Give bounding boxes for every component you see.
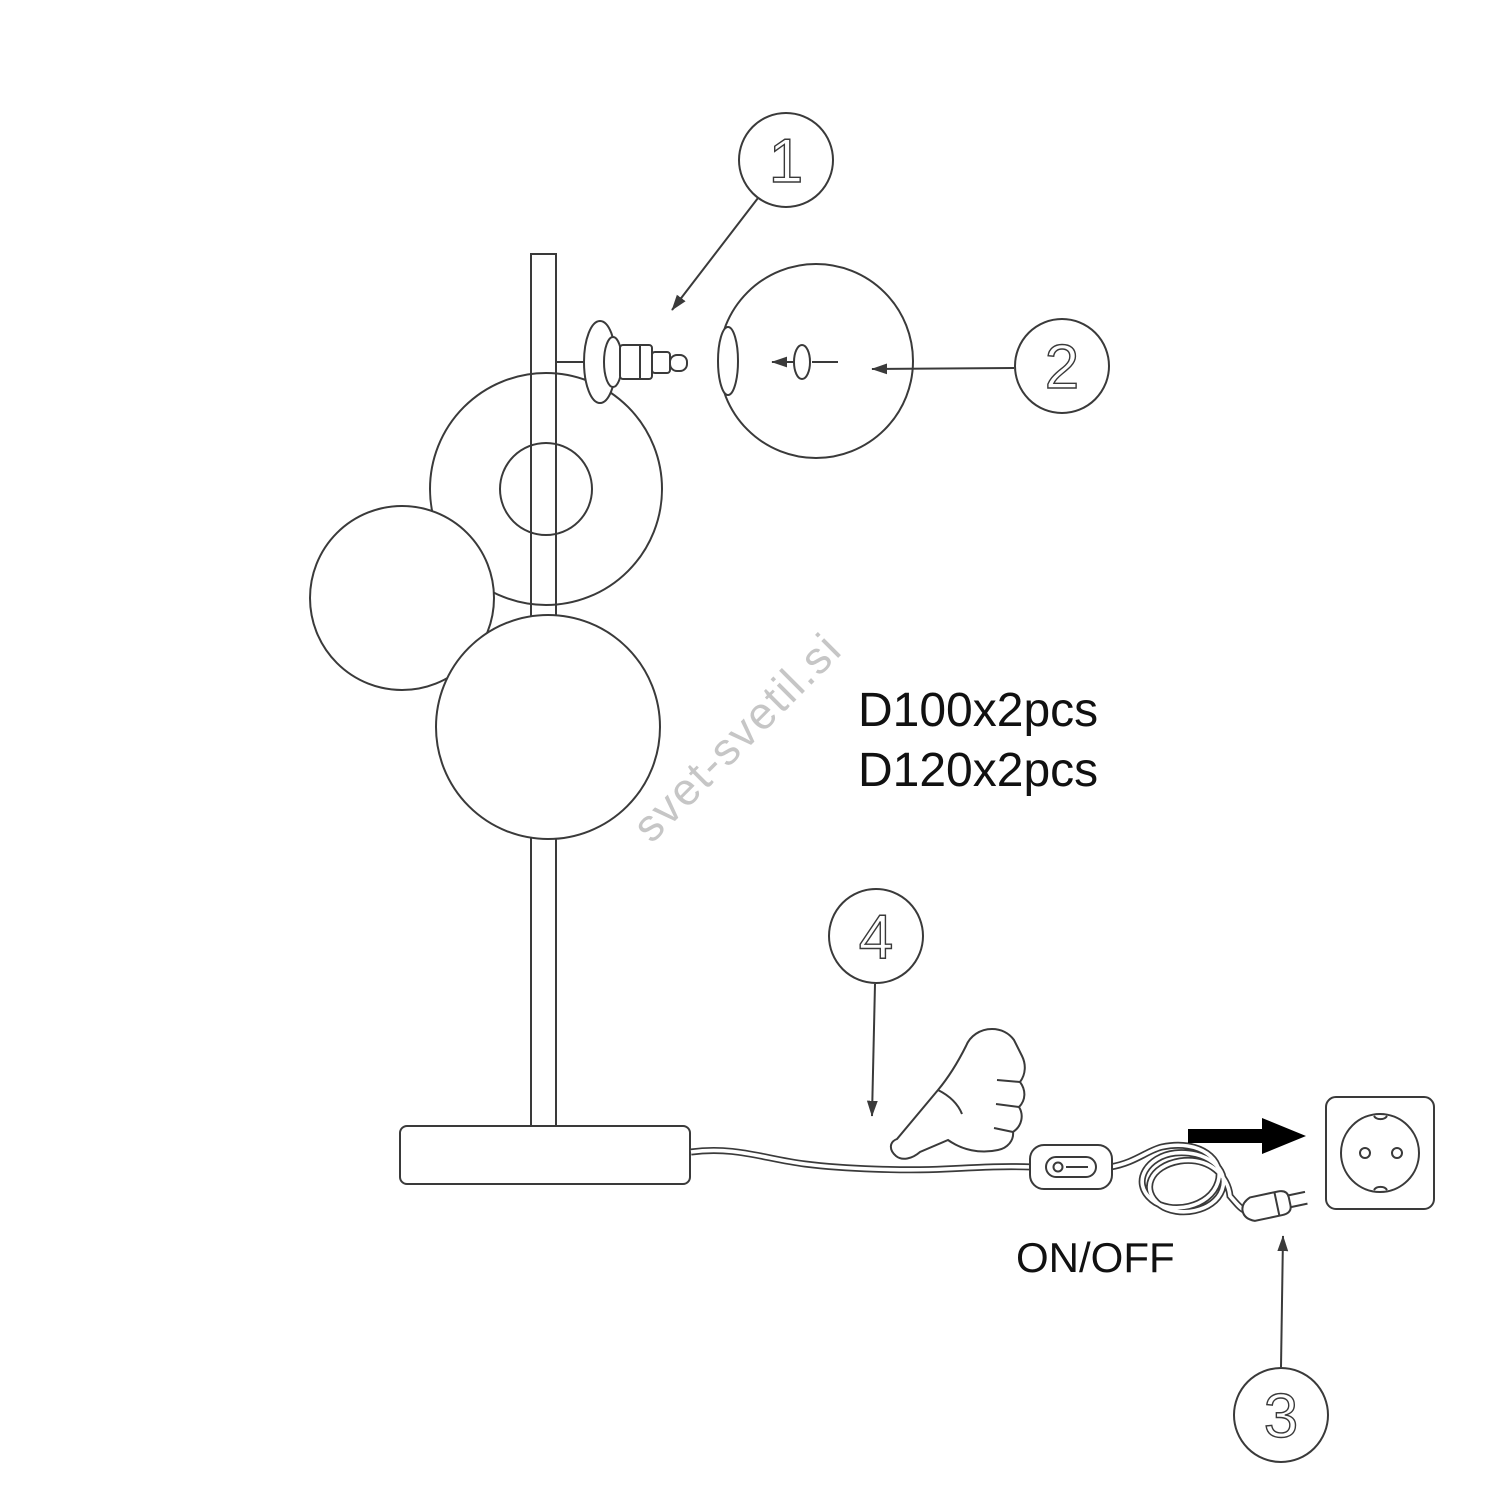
parts-spec: D100x2pcs D120x2pcs: [858, 684, 1098, 797]
onoff-label: ON/OFF: [1016, 1234, 1175, 1281]
leader-line-4: [866, 983, 878, 1117]
callout-2: 2: [1014, 318, 1110, 414]
globe-left: [309, 505, 495, 691]
bulb-icon: [793, 344, 811, 380]
leader-line-3: [1277, 1235, 1289, 1368]
callout-1: 1: [738, 112, 834, 208]
wall-socket: [1325, 1096, 1435, 1210]
parts-spec-line1: D100x2pcs: [858, 684, 1098, 737]
globe-top-ring: [429, 372, 663, 606]
glass-globe-detached: [717, 263, 914, 459]
pointing-hand-icon: [889, 1027, 1026, 1160]
callout-3-label: 3: [1264, 1382, 1298, 1451]
lamp-base: [399, 1125, 691, 1185]
cord-coil: [1109, 1141, 1246, 1216]
callout-3: 3: [1233, 1367, 1329, 1463]
globe-opening: [717, 326, 739, 396]
callout-1-label: 1: [769, 127, 803, 196]
leader-line-1: [671, 197, 759, 311]
onoff-switch: [1029, 1144, 1113, 1190]
globe-bottom: [435, 614, 661, 840]
callout-2-label: 2: [1045, 333, 1079, 402]
parts-spec-line2: D120x2pcs: [858, 744, 1098, 797]
callout-4-label: 4: [859, 903, 893, 972]
bulb-socket: [556, 320, 688, 404]
callout-4: 4: [828, 888, 924, 984]
power-plug: [1241, 1190, 1308, 1222]
power-cord: [690, 1146, 1033, 1174]
plug-direction-arrow: [1188, 1118, 1306, 1154]
leader-line-2: [871, 363, 1015, 375]
bulb-pin-icon: [669, 354, 688, 372]
